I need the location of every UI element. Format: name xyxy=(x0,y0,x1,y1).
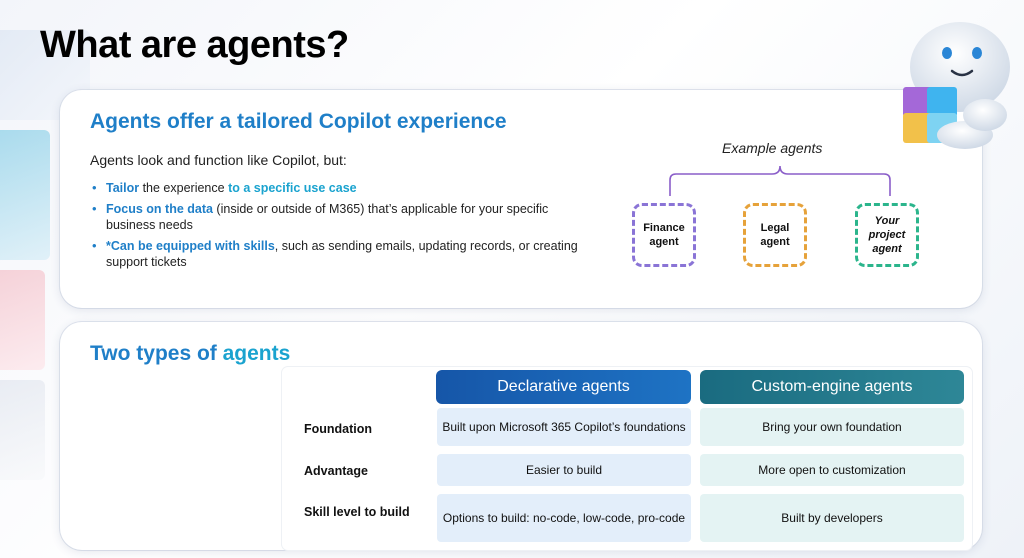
table-cell: Built by developers xyxy=(700,494,964,542)
list-item: Focus on the data (inside or outside of … xyxy=(90,201,590,233)
table-cell: Easier to build xyxy=(437,454,691,486)
example-agents-label: Example agents xyxy=(722,140,823,156)
intro-text: Agents look and function like Copilot, b… xyxy=(90,152,347,168)
page-title: What are agents? xyxy=(40,24,349,66)
grouping-brace xyxy=(669,165,891,196)
tailored-experience-card: Agents offer a tailored Copilot experien… xyxy=(60,90,982,308)
row-label-foundation: Foundation xyxy=(304,422,373,436)
backdrop-block xyxy=(0,380,45,480)
card-heading: Two types of agents xyxy=(90,342,291,365)
list-item: Tailor the experience to a specific use … xyxy=(90,180,590,196)
custom-engine-agents-header: Custom-engine agents xyxy=(700,370,964,404)
row-label-advantage: Advantage xyxy=(304,464,368,478)
table-cell: Bring your own foundation xyxy=(700,408,964,446)
legal-agent-box: Legal agent xyxy=(743,203,807,267)
finance-agent-box: Finance agent xyxy=(632,203,696,267)
backdrop-block xyxy=(0,270,45,370)
agent-types-card: Two types of agents Declarative agents C… xyxy=(60,322,982,550)
copilot-mascot-illustration xyxy=(903,22,1010,149)
row-label-skill-level: Skill level to build xyxy=(304,505,410,519)
table-cell: Built upon Microsoft 365 Copilot’s found… xyxy=(437,408,691,446)
table-cell: Options to build: no-code, low-code, pro… xyxy=(437,494,691,542)
table-cell: More open to customization xyxy=(700,454,964,486)
project-agent-box: Your project agent xyxy=(855,203,919,267)
list-item: *Can be equipped with skills, such as se… xyxy=(90,238,590,270)
bullet-list: Tailor the experience to a specific use … xyxy=(90,180,590,275)
card-heading: Agents offer a tailored Copilot experien… xyxy=(90,110,507,133)
backdrop-block xyxy=(0,130,50,260)
declarative-agents-header: Declarative agents xyxy=(436,370,691,404)
